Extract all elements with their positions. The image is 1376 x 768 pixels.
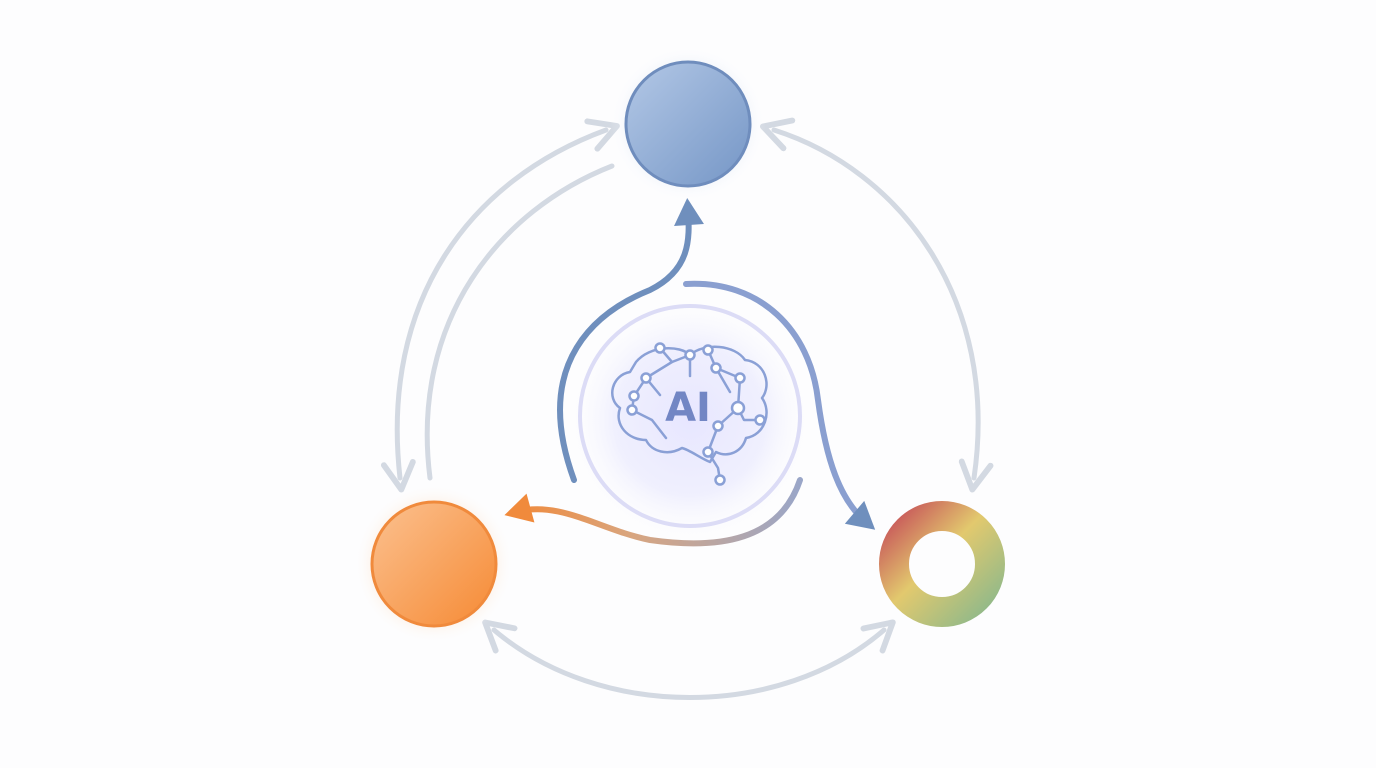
arrow-center-to-left bbox=[504, 477, 803, 547]
arrow-top-to-right bbox=[759, 117, 994, 493]
center-arrows bbox=[504, 198, 876, 547]
node-left bbox=[354, 484, 514, 644]
multicolor-ring-icon bbox=[879, 501, 1005, 627]
center-hub bbox=[565, 295, 815, 545]
arrow-center-to-right bbox=[683, 280, 876, 530]
arrow-center-to-top bbox=[557, 198, 704, 483]
arrow-top-to-left-outer bbox=[380, 118, 620, 493]
arrow-left-to-top-inner bbox=[424, 163, 615, 481]
orange-circle-icon bbox=[370, 500, 498, 628]
center-ring bbox=[578, 304, 802, 528]
blue-circle-icon bbox=[624, 60, 752, 188]
outer-cycle-arrows bbox=[380, 117, 994, 700]
brain-network-icon bbox=[611, 342, 768, 486]
center-glow bbox=[565, 295, 815, 545]
center-label: AI bbox=[665, 385, 711, 431]
node-top bbox=[610, 46, 766, 202]
node-right bbox=[879, 501, 1005, 627]
arrow-left-to-right-bottom bbox=[482, 619, 896, 700]
